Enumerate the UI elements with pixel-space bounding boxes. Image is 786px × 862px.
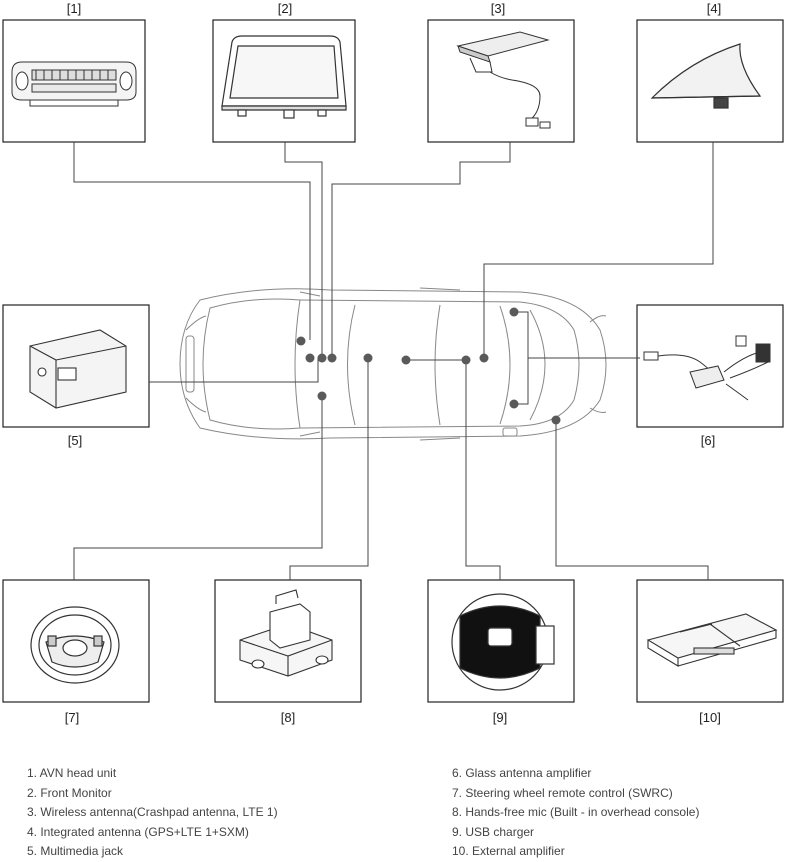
usb-charger-illustration <box>451 593 555 691</box>
callout-5: [5] <box>68 433 82 448</box>
location-dots <box>296 307 561 425</box>
legend-right: 6. Glass antenna amplifier 7. Steering w… <box>452 764 699 862</box>
dot-overhead-mic <box>363 353 373 363</box>
callout-3: [3] <box>491 1 505 16</box>
legend-item: 7. Steering wheel remote control (SWRC) <box>452 785 673 800</box>
box-6 <box>636 304 784 428</box>
callout-1: [1] <box>67 1 81 16</box>
multimedia-jack-illustration <box>29 329 127 409</box>
callout-10: [10] <box>699 710 721 725</box>
dot-glass-amp-top <box>509 307 519 317</box>
legend-item: 6. Glass antenna amplifier <box>452 766 592 780</box>
legend-item: 9. USB charger <box>452 824 535 839</box>
callout-2: [2] <box>278 1 292 16</box>
shark-fin-antenna-illustration <box>650 43 762 109</box>
callout-4: [4] <box>707 1 721 16</box>
legend-item: 5. Multimedia jack <box>27 844 124 858</box>
callout-9: [9] <box>493 710 507 725</box>
dot-crashpad-antenna <box>327 353 337 363</box>
dot-front-monitor <box>296 336 306 346</box>
dot-monitor-connector <box>317 353 327 363</box>
dot-usb-charger <box>461 355 471 365</box>
steering-wheel-illustration <box>30 606 120 684</box>
glass-antenna-amplifier-illustration <box>643 335 771 401</box>
legend-item: 1. AVN head unit <box>27 766 117 780</box>
legend-left: 1. AVN head unit 2. Front Monitor 3. Wir… <box>27 764 278 862</box>
callout-8: [8] <box>281 710 295 725</box>
legend-item: 3. Wireless antenna(Crashpad antenna, LT… <box>27 805 278 819</box>
dot-integrated-antenna <box>479 353 489 363</box>
car-outline <box>179 287 607 441</box>
callout-7: [7] <box>65 710 79 725</box>
callout-6: [6] <box>701 433 715 448</box>
legend-item: 8. Hands-free mic (Built - in overhead c… <box>452 805 700 819</box>
dot-steering <box>317 391 327 401</box>
external-amplifier-illustration <box>646 613 778 667</box>
legend-item: 10. External amplifier <box>452 844 565 858</box>
dot-console <box>401 355 411 365</box>
dot-head-unit <box>305 353 315 363</box>
hands-free-mic-illustration <box>239 589 333 677</box>
dot-glass-amp-bottom <box>509 399 519 409</box>
leader-lines <box>73 142 714 580</box>
avn-head-unit-illustration <box>11 61 137 107</box>
legend-item: 4. Integrated antenna (GPS+LTE 1+SXM) <box>27 824 249 839</box>
legend-item: 2. Front Monitor <box>27 785 112 800</box>
wireless-antenna-illustration <box>456 31 551 129</box>
front-monitor-illustration <box>221 35 347 119</box>
dot-external-amp <box>551 415 561 425</box>
